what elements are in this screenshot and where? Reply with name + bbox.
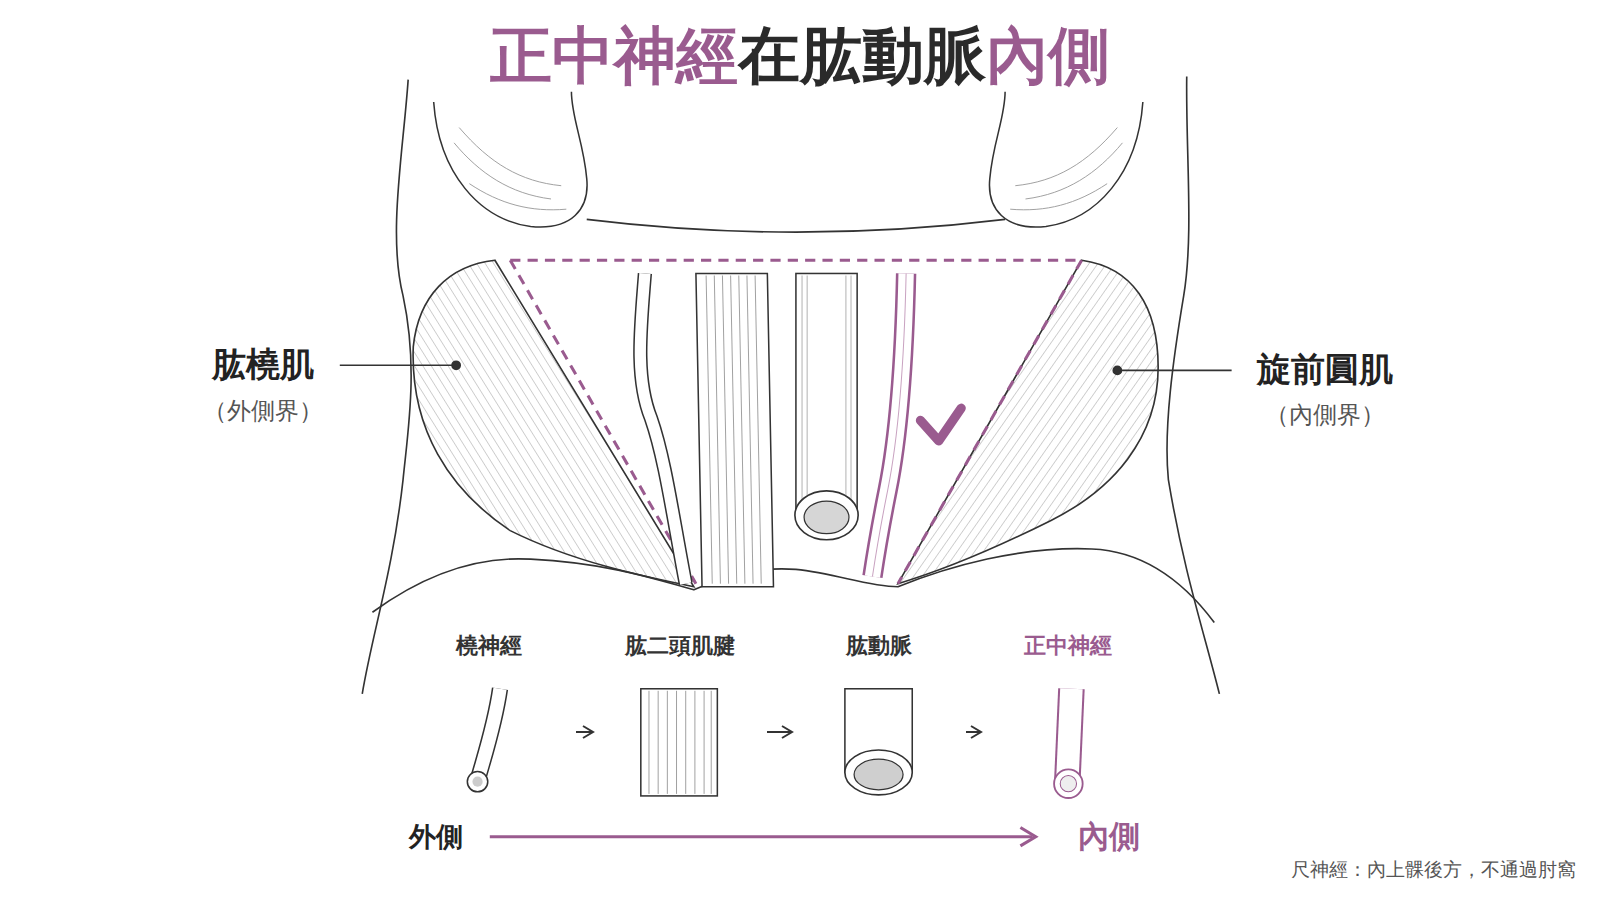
muscle-label: 旋前圓肌 [1257,349,1393,390]
structure-label: 肱動脈 [798,632,960,661]
order-icons [685,691,686,794]
order-icons [467,689,1082,798]
epicondyles [989,92,1142,227]
axis-arrow [1020,828,1035,846]
brachial-artery [807,276,808,506]
brachial-artery [851,276,852,506]
structure-label: 肱二頭肌腱 [599,632,761,661]
fossa-boundary [510,260,1081,583]
epicondyles [459,128,561,186]
order-icons [472,777,482,787]
boundary-note: （外側界） [203,397,323,426]
structure-item: 正中神經 [987,632,1149,804]
arm-outline [362,77,1219,694]
brachial-artery [795,491,858,540]
brachioradialis-muscle [413,260,694,587]
biceps-tendon [731,276,737,584]
biceps-tendon [714,276,720,584]
order-arrow [576,731,593,733]
leader-lines [340,364,456,366]
brachial-artery [845,276,846,506]
leader-lines [1117,370,1231,372]
diagram-title: 正中神經在肱動脈內側 [490,22,1110,90]
check-mark [920,408,961,441]
order-icons [676,691,677,794]
epicondyles [1010,184,1107,210]
brachial-artery [802,276,803,506]
axis-label: 外側 [409,821,463,853]
biceps-tendon [696,273,774,586]
median-nerve [872,273,906,576]
epicondyles [1015,128,1117,186]
order-icons [467,771,487,791]
median-nerve [872,273,906,576]
axis-arrow [490,835,1033,838]
structure-label: 正中神經 [987,632,1149,661]
order-icons [854,759,903,790]
order-icons [658,691,659,794]
structure-label: 橈神經 [408,632,570,661]
epicondyles [454,143,551,199]
order-arrow [966,731,981,733]
footnote: 尺神經：內上髁後方，不通過肘窩 [1291,858,1576,881]
median-nerve [872,273,906,576]
epicondyles [434,92,587,227]
radial-nerve [640,273,685,583]
arm-outline [372,549,1214,623]
order-icons [704,691,705,794]
order-icons [711,691,712,794]
axis-label: 內側 [1078,818,1140,855]
epicondyles [1026,143,1123,199]
structure-item: 肱動脈 [798,632,960,804]
muscle-label: 肱橈肌 [212,344,314,385]
leader-lines [1113,366,1121,374]
brachial-artery [795,273,858,539]
title-row: 正中神經在肱動脈內側 [0,22,1600,90]
biceps-tendon [755,276,761,584]
order-icons [1060,776,1076,792]
brachial-artery [796,273,857,515]
radial-nerve [640,273,685,583]
biceps-tendon [696,273,774,586]
boundary-note: （內側界） [1265,401,1385,430]
biceps-tendon [706,276,761,584]
pronator-teres-muscle [898,260,1158,583]
median-nerve [872,273,906,576]
order-arrow [767,731,792,733]
arm-outline [587,219,1005,232]
biceps-tendon [747,276,753,584]
order-icons [641,689,718,796]
epicondyles [434,92,1143,227]
brachial-artery [802,276,851,506]
order-icons [1067,689,1071,781]
biceps-tendon [739,276,745,584]
leader-lines [452,361,460,369]
order-icons [1067,689,1071,781]
order-icons [478,689,500,781]
structure-item: 橈神經 [408,632,570,804]
axis-arrow [490,828,1036,846]
epicondyles [989,92,1142,227]
structure-item: 肱二頭肌腱 [599,632,761,804]
order-icons [845,750,912,795]
radial-nerve [640,273,685,583]
biceps-tendon [722,276,728,584]
order-icons [1054,769,1083,798]
order-icons [694,691,695,794]
epicondyles [469,184,566,210]
leader-lines [340,361,1232,374]
biceps-tendon [706,276,712,584]
arm-outline [1167,77,1219,694]
order-icons [478,689,500,781]
order-icons [649,691,711,794]
order-icons [667,691,668,794]
order-icons [648,691,649,794]
brachial-artery [804,501,849,534]
